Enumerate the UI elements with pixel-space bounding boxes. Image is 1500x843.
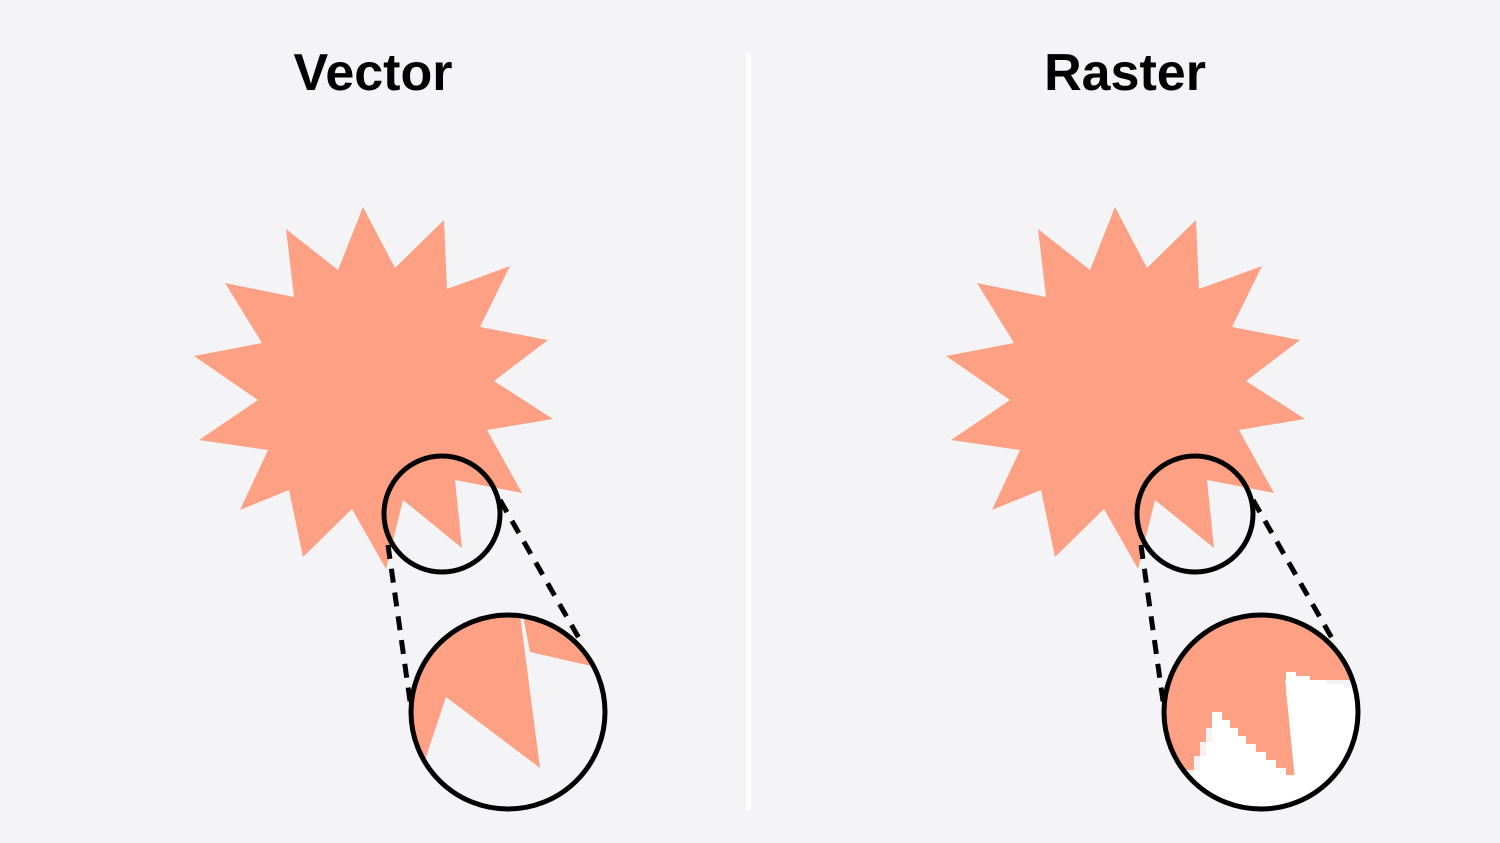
raster-starburst-shape xyxy=(946,207,1305,569)
vector-zoomed-detail xyxy=(411,615,605,768)
vector-large-magnifier-circle xyxy=(408,612,608,812)
vector-zoom-guide-left xyxy=(385,544,414,709)
vector-starburst-shape xyxy=(194,207,553,569)
vector-panel xyxy=(194,207,608,812)
raster-zoom-guide-right xyxy=(1250,498,1336,642)
vector-small-magnifier-circle xyxy=(381,453,503,575)
vector-zoom-guide-right xyxy=(497,498,583,642)
panel-divider xyxy=(746,52,751,810)
vector-panel-title: Vector xyxy=(293,44,453,102)
raster-large-magnifier-circle xyxy=(1161,612,1361,812)
raster-zoom-guide-left xyxy=(1138,544,1167,709)
raster-panel-title: Raster xyxy=(1044,44,1206,102)
raster-panel xyxy=(946,207,1361,812)
raster-zoomed-detail xyxy=(1164,615,1358,809)
raster-small-magnifier-circle xyxy=(1134,453,1256,575)
